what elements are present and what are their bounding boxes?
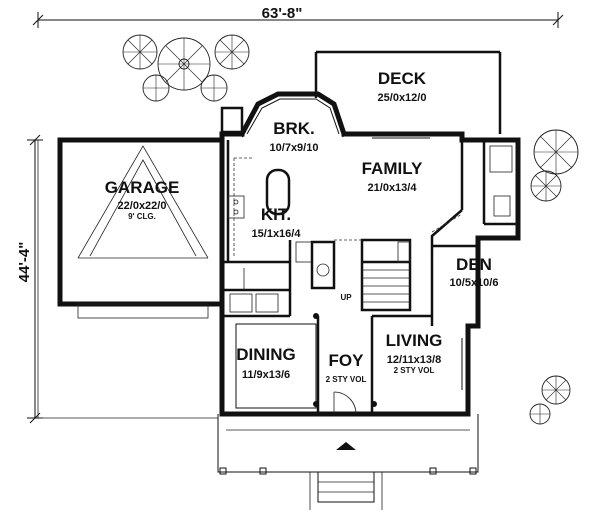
toilet (493, 195, 511, 217)
den-walls (430, 140, 518, 326)
den-size: 10/5x10/6 (450, 277, 499, 289)
breakfast-size: 10/7x9/10 (270, 142, 319, 154)
foyer-label: FOY (329, 351, 365, 370)
width-dimension-line (32, 12, 564, 28)
deck-outline (314, 50, 502, 134)
tub (489, 145, 513, 173)
kitchen-walls (222, 140, 336, 290)
family-size: 21/0x13/4 (368, 182, 418, 194)
tree-cluster-top-left (122, 34, 250, 102)
laundry-area (222, 262, 292, 316)
kitchen-size: 15/1x16/4 (252, 228, 302, 240)
foyer-note: 2 STY VOL (326, 375, 367, 384)
breakfast-label: BRK. (273, 119, 315, 138)
width-dimension: 63'-8" (262, 5, 303, 22)
kitchen-island (265, 168, 291, 216)
dining-label: DINING (236, 345, 296, 364)
living-walls (370, 314, 463, 414)
depth-dimension: 44'-4" (16, 242, 33, 283)
stairs-up-label: UP (340, 293, 352, 302)
front-porch (217, 414, 479, 475)
exterior-walls (219, 131, 521, 417)
kitchen-label: KIT. (261, 205, 291, 224)
living-label: LIVING (386, 331, 443, 350)
garage-ceiling-note: 9' CLG. (128, 212, 156, 221)
tree-cluster-right (530, 129, 579, 202)
living-size: 12/11x13/8 (387, 354, 441, 366)
front-door (333, 391, 357, 415)
cooktop (227, 195, 245, 219)
staircase (334, 238, 412, 312)
shrub-bottom-right (529, 375, 571, 425)
breakfast-bay-wall (238, 91, 348, 138)
grill-pad (220, 106, 244, 134)
den-label: DEN (456, 255, 492, 274)
garage-size: 22/0x22/0 (118, 200, 167, 212)
deck-label: DECK (378, 69, 427, 88)
garage-label: GARAGE (105, 178, 180, 197)
dining-size: 11/9x13/6 (242, 369, 290, 381)
dining-walls (222, 313, 320, 414)
front-steps (309, 471, 383, 510)
garage-walls (57, 137, 225, 319)
family-label: FAMILY (362, 159, 423, 178)
deck-size: 25/0x12/0 (378, 92, 427, 104)
living-note: 2 STY VOL (394, 366, 435, 375)
fridge (295, 241, 313, 263)
pantry (310, 240, 336, 290)
